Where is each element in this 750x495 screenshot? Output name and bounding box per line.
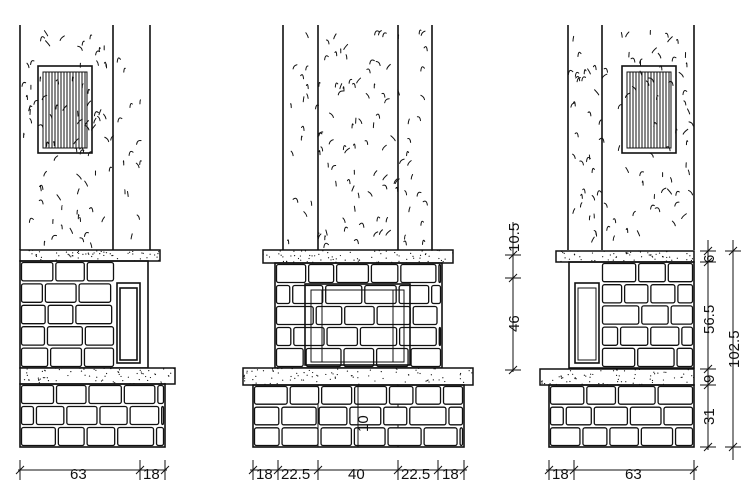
right-hearth-slab — [539, 368, 695, 386]
dim-base: 31 — [701, 408, 718, 425]
dim-front-side-left: 22.5 — [281, 466, 310, 483]
dim-total-height: 102.5 — [726, 330, 743, 368]
dim-mantel: 10.5 — [506, 223, 523, 252]
dim-opening-height: 46 — [506, 315, 523, 332]
dim-front-opening: 40 — [348, 466, 365, 483]
dim-left-chimney-depth: 63 — [70, 466, 87, 483]
dimension-labels: 63 18 18 22.5 40 22.5 18 10 18 63 10.5 4… — [70, 223, 743, 483]
left-chimney-stone-texture — [21, 30, 142, 249]
right-side-elevation — [539, 25, 695, 448]
right-vent-grille — [621, 65, 677, 154]
dim-front-hearth-height: 10 — [355, 415, 372, 432]
left-hood-slab — [19, 249, 161, 262]
dim-front-jamb-right: 18 — [442, 466, 459, 483]
dim-left-hood-depth: 18 — [143, 466, 160, 483]
right-hood-slab — [555, 250, 695, 263]
front-firebox-brickwork — [274, 262, 443, 369]
front-base-brickwork — [252, 384, 465, 448]
left-chimney — [19, 25, 151, 250]
dim-front-side-right: 22.5 — [401, 466, 430, 483]
dim-top-band: 6 — [701, 255, 718, 263]
dim-hearth-slab: 9 — [701, 375, 718, 383]
right-chimney — [567, 25, 695, 250]
right-base-brickwork — [548, 384, 695, 448]
left-base-brickwork — [19, 383, 166, 448]
front-hearth-slab — [242, 367, 474, 386]
dim-right-chimney-depth: 63 — [625, 466, 642, 483]
left-vent-grille — [37, 65, 93, 154]
left-firebox-brickwork — [19, 260, 149, 369]
front-hood-slab — [262, 249, 454, 264]
dim-right-hood-depth: 18 — [552, 466, 569, 483]
front-chimney — [282, 25, 433, 250]
dimension-lines — [15, 222, 741, 480]
left-side-elevation — [19, 25, 176, 448]
dim-firebox-height: 56.5 — [701, 305, 718, 334]
right-firebox-brickwork — [568, 261, 695, 369]
front-elevation — [242, 25, 474, 448]
dim-front-jamb-left: 18 — [256, 466, 273, 483]
left-hearth-slab — [19, 367, 176, 385]
